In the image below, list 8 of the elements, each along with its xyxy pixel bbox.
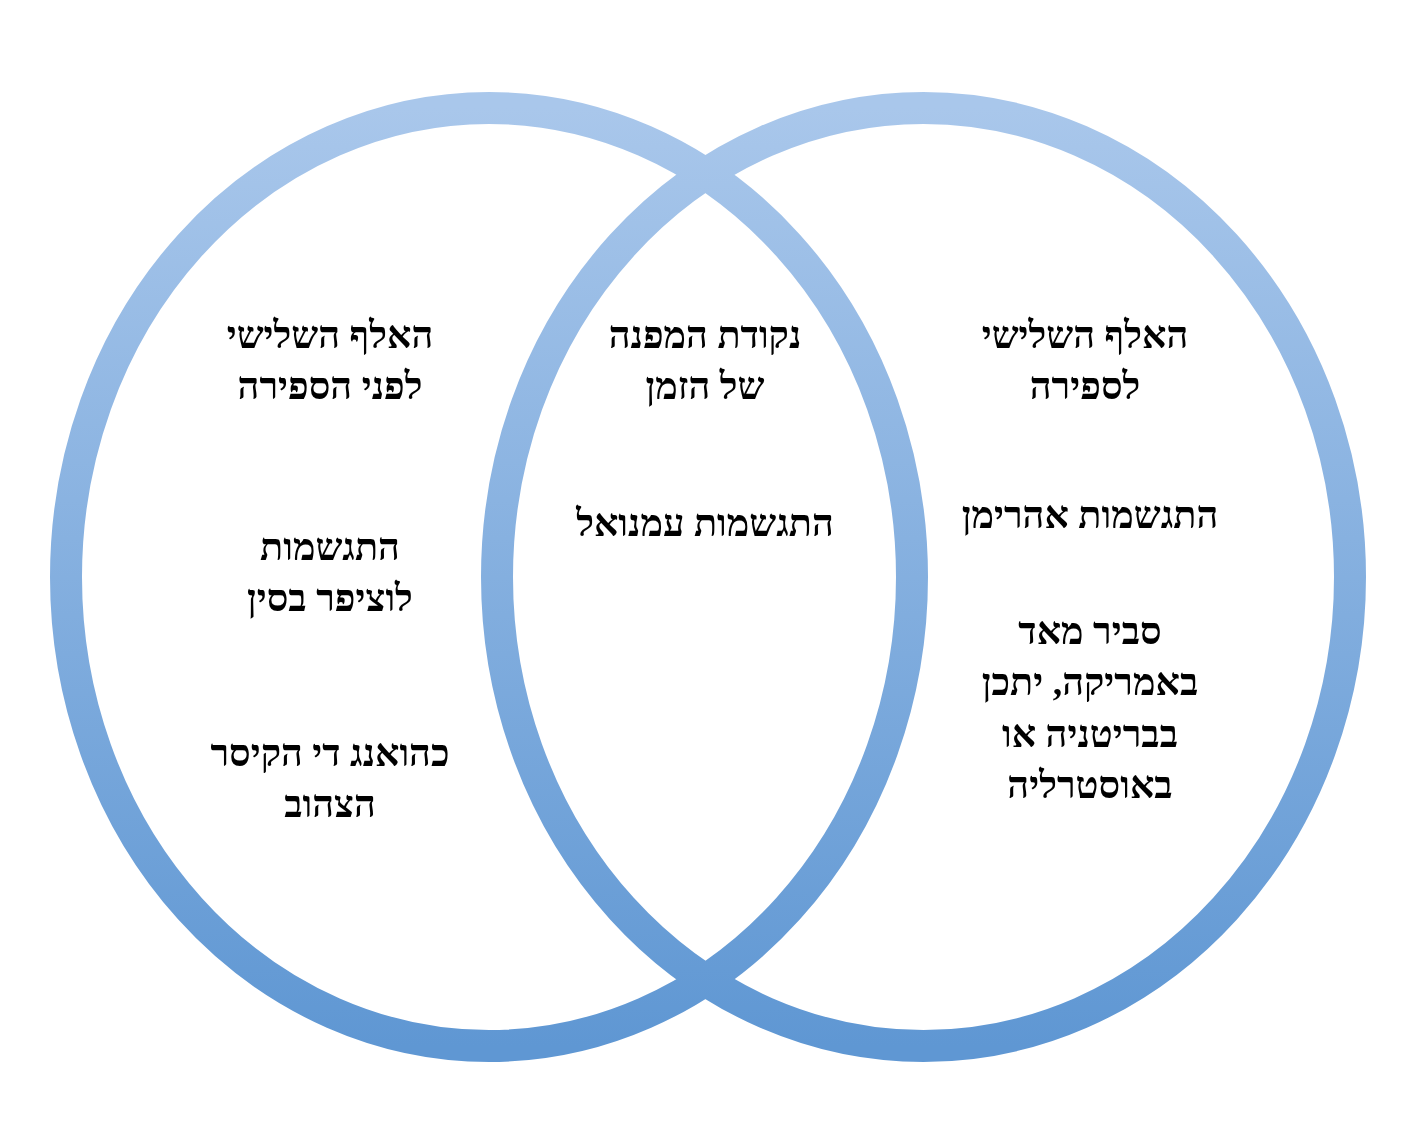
- venn-text: סביר מאד באמריקה, יתכן בבריטניה או באוסטרליה: [980, 609, 1200, 808]
- venn-text: האלף השלישי לספירה: [980, 313, 1190, 410]
- venn-text: כהואנג די הקיסר הצהוב: [209, 731, 451, 828]
- venn-text: האלף השלישי לפני הספירה: [225, 313, 435, 410]
- overlap-text: התגשמות עמנואל: [575, 501, 835, 546]
- venn-text: התגשמות אהרימן: [960, 493, 1220, 538]
- venn-text: התגשמות לוציפר בסין: [246, 525, 414, 622]
- overlap-text: נקודת המפנה של הזמן: [607, 313, 803, 410]
